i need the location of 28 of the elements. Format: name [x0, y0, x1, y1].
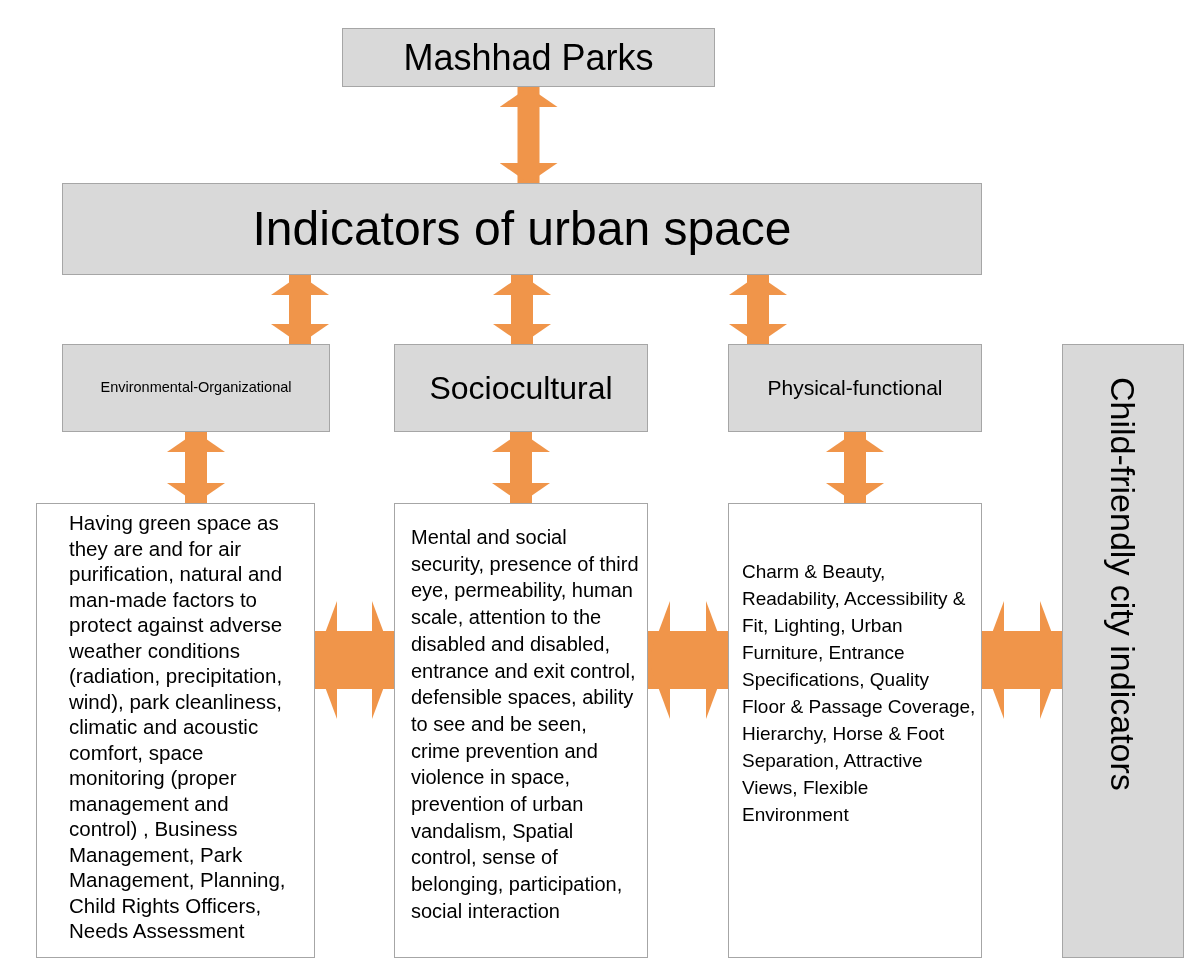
double-arrow	[167, 432, 225, 503]
box-title: Mashhad Parks	[403, 35, 654, 80]
title-box	[342, 28, 715, 87]
category-box	[62, 344, 330, 432]
box-title: Indicators of urban space	[252, 201, 792, 257]
category-label: Environmental-Organizational	[100, 378, 292, 398]
double-arrow	[729, 275, 787, 344]
double-arrow	[271, 275, 329, 344]
double-arrow	[982, 601, 1062, 719]
double-arrow	[826, 432, 884, 503]
double-arrow	[492, 432, 550, 503]
description-box	[36, 503, 315, 958]
category-box	[394, 344, 648, 432]
description-text: Having green space as they are and for air purification, natural and man-made factors to protect against adverse weather conditions (radiation, precipitation, wind), park cleanliness, climatic and acoustic comfort, space monitoring (proper management and control) , Business Management, Park Management, Planning, Child Rights Officers, Needs Assessment	[69, 510, 287, 944]
panel-title: Child-friendly city indicators	[1106, 377, 1140, 791]
double-arrow	[493, 275, 551, 344]
description-text: Mental and social security, presence of third eye, permeability, human scale, attention to the disabled and disabled, entrance and exit control, defensible spaces, ability to see and be seen, crime prevention and violence in space, prevention of urban vandalism, Spatial control, sense of belonging, participation, social interaction	[411, 525, 639, 924]
description-box	[394, 503, 648, 958]
double-arrow	[315, 601, 394, 719]
double-arrow	[499, 87, 558, 183]
category-label: Physical-functional	[767, 375, 943, 402]
category-label: Sociocultural	[429, 369, 613, 408]
description-box	[728, 503, 982, 958]
double-arrow	[648, 601, 728, 719]
category-box	[728, 344, 982, 432]
description-text: Charm & Beauty, Readability, Accessibility & Fit, Lighting, Urban Furniture, Entrance Specifications, Quality Floor & Passage Coverage, Hierarchy, Horse & Foot Separation, Attractive Views, Flexible Environment	[742, 560, 977, 827]
side-panel	[1062, 344, 1184, 958]
heading-box	[62, 183, 982, 275]
